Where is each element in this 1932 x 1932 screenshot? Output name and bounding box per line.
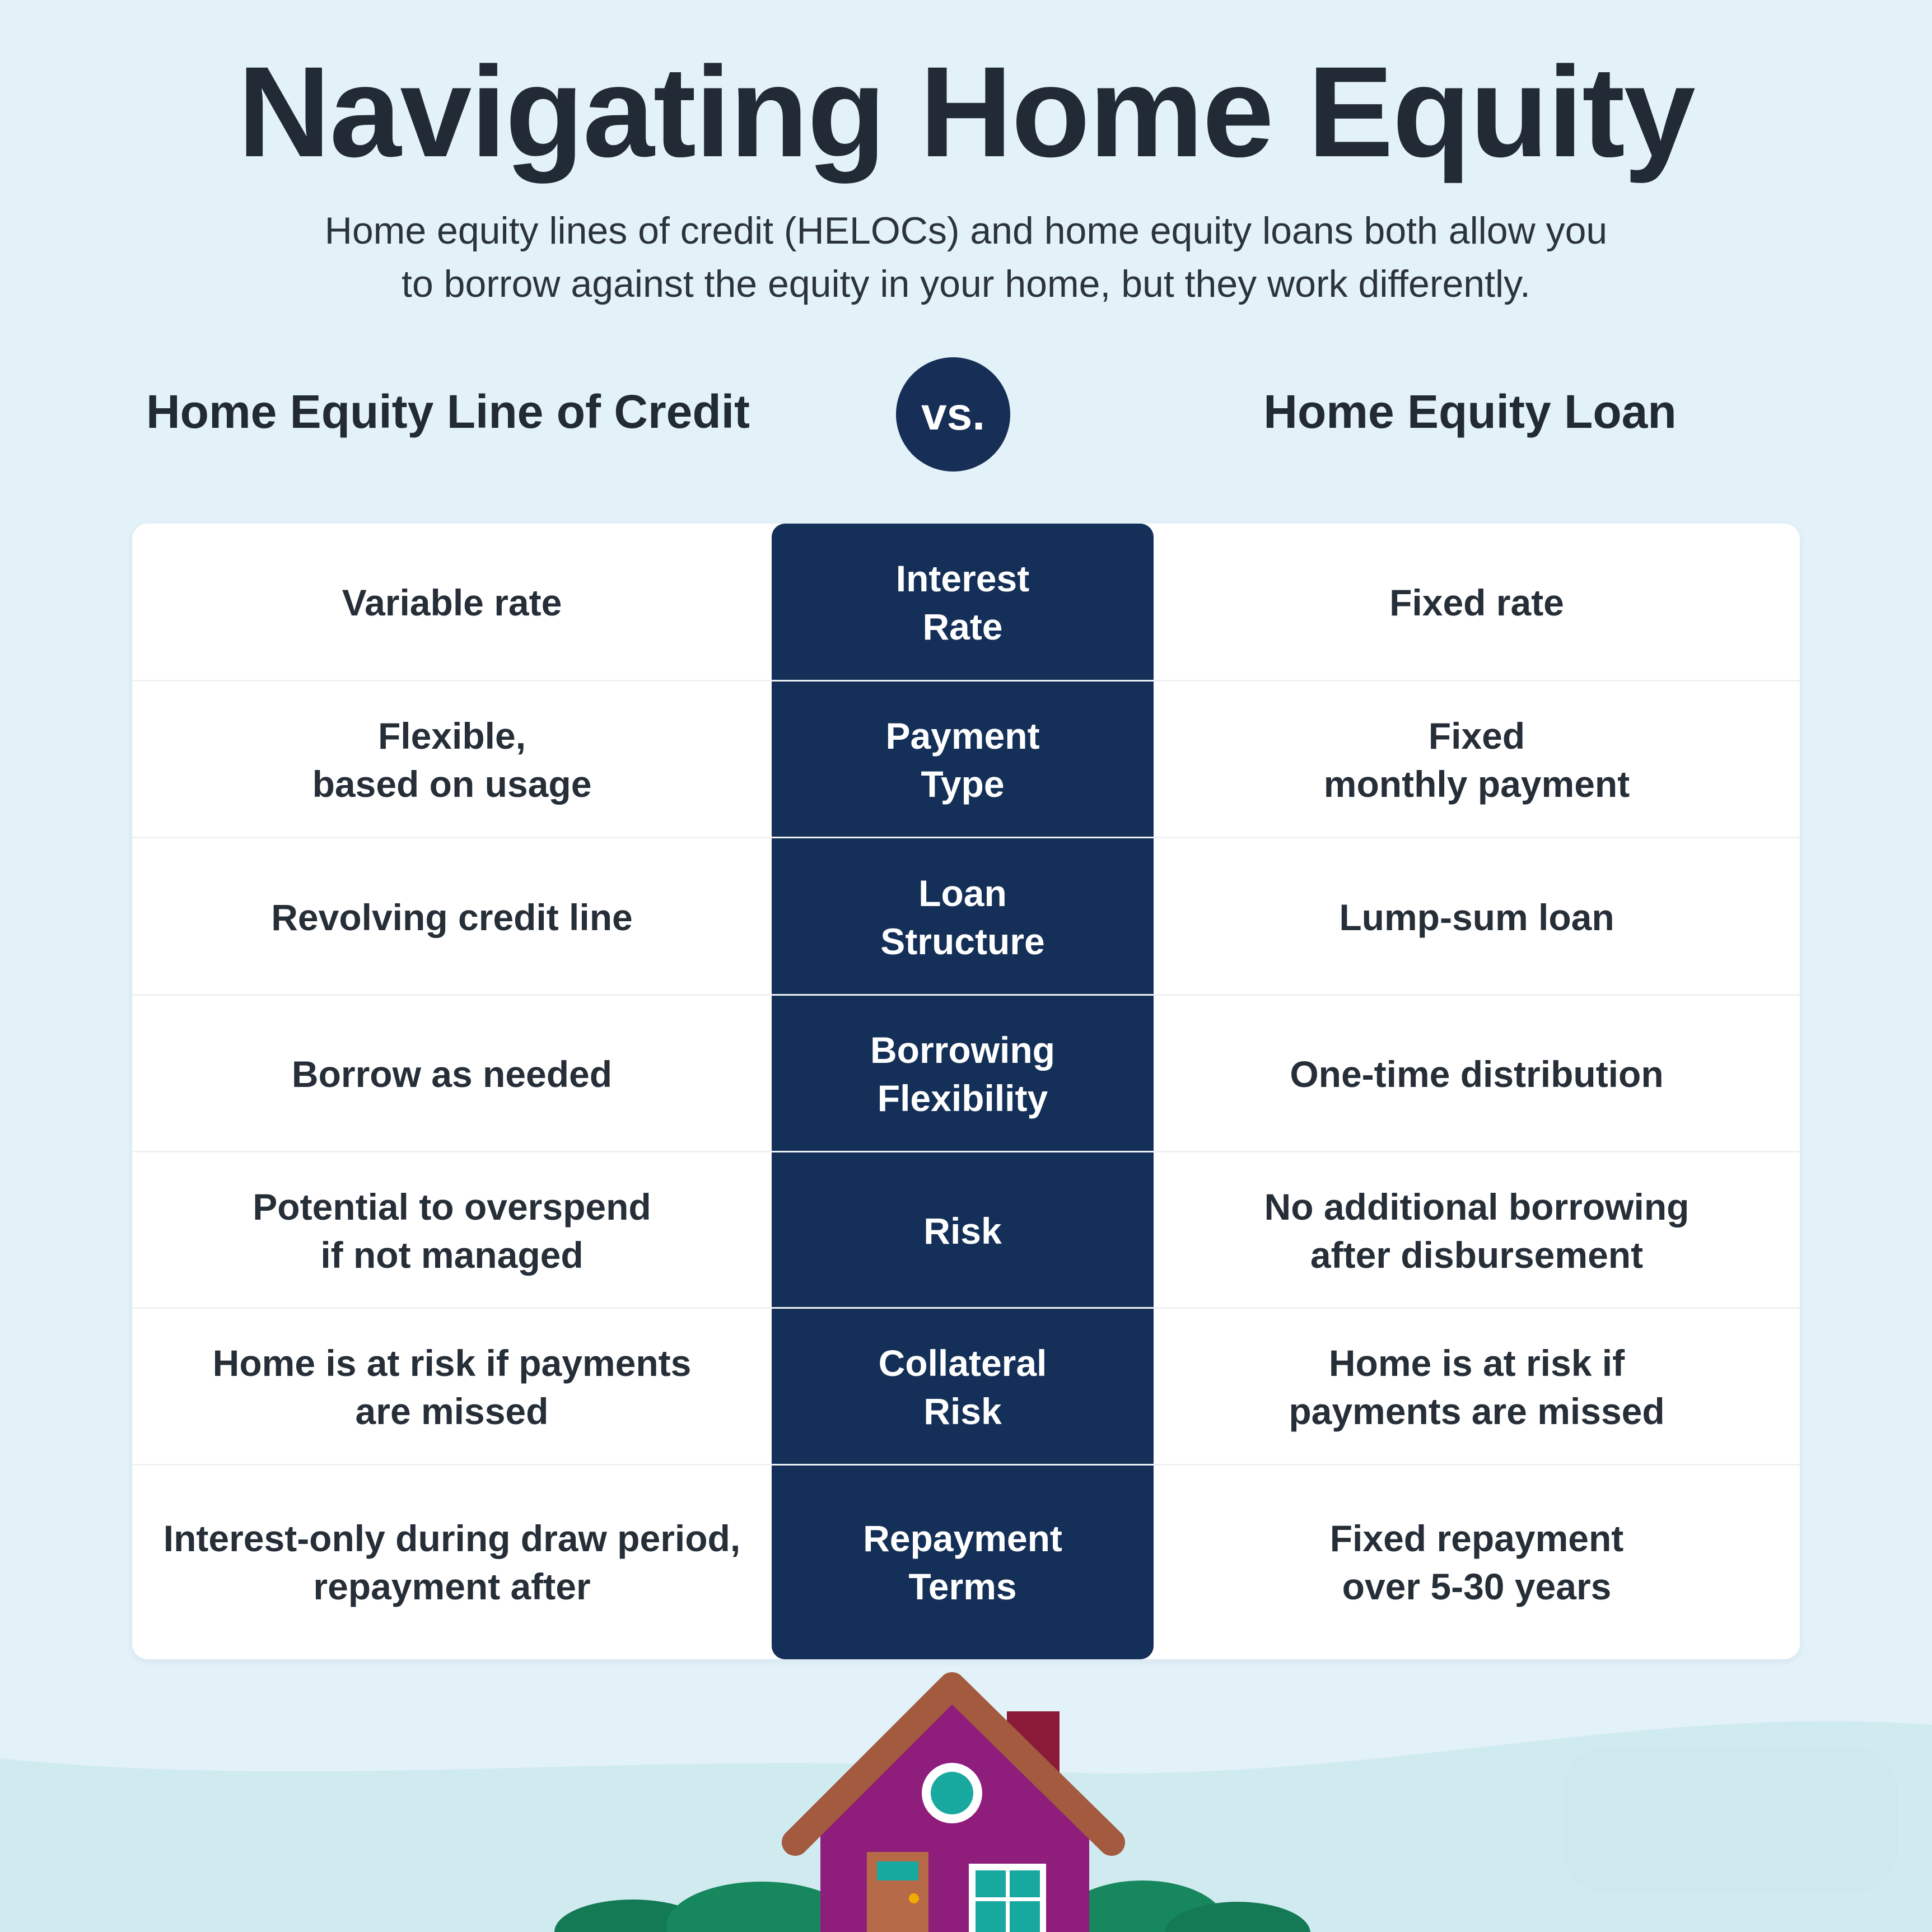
loan-heading: Home Equity Loan: [1263, 385, 1677, 438]
loan-cell-line: monthly payment: [1323, 763, 1630, 805]
heloc-cell: Home is at risk if payments are missed: [132, 1309, 772, 1466]
bush-left-2: [666, 1882, 857, 1932]
heloc-heading: Home Equity Line of Credit: [146, 385, 750, 438]
window-pane-1: [976, 1870, 1006, 1897]
heloc-cell-line: Home is at risk if payments: [212, 1342, 692, 1384]
row-divider: [132, 994, 1800, 996]
window-pane-2: [1010, 1870, 1040, 1897]
criterion-cell-line: Terms: [908, 1566, 1017, 1607]
heloc-cell: Flexible, based on usage: [132, 682, 772, 838]
intro-paragraph: Home equity lines of credit (HELOCs) and…: [252, 204, 1680, 311]
criterion-cell-line: Repayment: [863, 1518, 1062, 1559]
page-title: Navigating Home Equity: [237, 40, 1695, 184]
criterion-cell-line: Interest: [895, 558, 1030, 599]
heloc-cell-line: Variable rate: [342, 582, 562, 623]
house-illustration: [0, 1672, 1932, 1932]
loan-cell-line: No additional borrowing: [1264, 1186, 1690, 1228]
criterion-cell: Risk: [772, 1152, 1154, 1309]
row-divider: [132, 680, 1800, 682]
table-row: Potential to overspend if not managed Risk…: [132, 1152, 1800, 1309]
heloc-cell: Interest-only during draw period, repayme…: [132, 1466, 772, 1659]
criteria-column: [772, 524, 1154, 1659]
row-divider: [132, 837, 1800, 838]
loan-cell: Fixed rate: [1154, 524, 1800, 682]
heloc-cell: Variable rate: [132, 524, 772, 682]
criterion-cell-line: Type: [921, 763, 1005, 805]
loan-cell: No additional borrowing after disbursemen…: [1154, 1152, 1800, 1309]
intro-line-2: to borrow against the equity in your hom…: [402, 263, 1530, 305]
criterion-cell-line: Flexibility: [877, 1077, 1048, 1119]
loan-cell-line: Fixed: [1428, 715, 1525, 757]
roof: [782, 1672, 1125, 1856]
table-row: Interest-only during draw period, repayme…: [132, 1466, 1800, 1659]
heloc-cell-line: Potential to overspend: [253, 1186, 651, 1228]
loan-cell-line: One-time distribution: [1290, 1053, 1664, 1095]
row-divider: [132, 1464, 1800, 1466]
faded-shape: [1562, 1747, 1898, 1893]
window-pane-4: [1010, 1901, 1040, 1932]
criterion-cell-line: Collateral: [878, 1342, 1047, 1384]
criterion-cell-line: Structure: [880, 920, 1045, 962]
criterion-cell-line: Borrowing: [870, 1029, 1055, 1071]
table-row: Home is at risk if payments are missed Col…: [132, 1309, 1800, 1466]
round-window-glass: [931, 1772, 973, 1814]
heloc-cell-line: Flexible,: [377, 715, 526, 757]
loan-cell-line: over 5-30 years: [1342, 1566, 1612, 1607]
criterion-cell-line: Risk: [923, 1390, 1002, 1432]
criterion-cell-line: Payment: [885, 715, 1040, 757]
heloc-cell-line: if not managed: [320, 1234, 584, 1276]
criterion-cell-line: Rate: [922, 606, 1003, 647]
heloc-cell-line: repayment after: [313, 1566, 591, 1607]
heloc-cell: Revolving credit line: [132, 838, 772, 996]
house-icon: [554, 1672, 1310, 1932]
criterion-cell-line: Loan: [918, 872, 1007, 914]
door-knob: [909, 1893, 919, 1903]
row-divider: [132, 1307, 1800, 1309]
intro-line-1: Home equity lines of credit (HELOCs) and…: [324, 209, 1608, 252]
window-pane-3: [976, 1901, 1006, 1932]
heloc-cell: Potential to overspend if not managed: [132, 1152, 772, 1309]
loan-cell: Lump-sum loan: [1154, 838, 1800, 996]
loan-cell: Fixed monthly payment: [1154, 682, 1800, 838]
loan-cell-line: Fixed repayment: [1329, 1518, 1624, 1559]
heloc-cell-line: are missed: [355, 1390, 549, 1432]
heloc-cell: Borrow as needed: [132, 996, 772, 1152]
loan-cell-line: after disbursement: [1310, 1234, 1644, 1276]
loan-cell-line: Fixed rate: [1389, 582, 1564, 623]
row-divider: [132, 1151, 1800, 1152]
bush-right-2: [1165, 1902, 1310, 1932]
door-window: [877, 1861, 918, 1880]
loan-cell-line: Lump-sum loan: [1339, 896, 1614, 938]
vs-badge: vs.: [896, 357, 1010, 472]
loan-cell-line: Home is at risk if: [1328, 1342, 1625, 1384]
loan-cell-line: payments are missed: [1289, 1390, 1665, 1432]
heloc-cell-line: Revolving credit line: [271, 896, 633, 938]
loan-cell: One-time distribution: [1154, 996, 1800, 1152]
criterion-cell-line: Risk: [923, 1210, 1002, 1252]
heloc-cell-line: based on usage: [312, 763, 592, 805]
loan-cell: Fixed repayment over 5-30 years: [1154, 1466, 1800, 1659]
heloc-cell-line: Borrow as needed: [291, 1053, 613, 1095]
heloc-cell-line: Interest-only during draw period,: [163, 1518, 741, 1559]
loan-cell: Home is at risk if payments are missed: [1154, 1309, 1800, 1466]
